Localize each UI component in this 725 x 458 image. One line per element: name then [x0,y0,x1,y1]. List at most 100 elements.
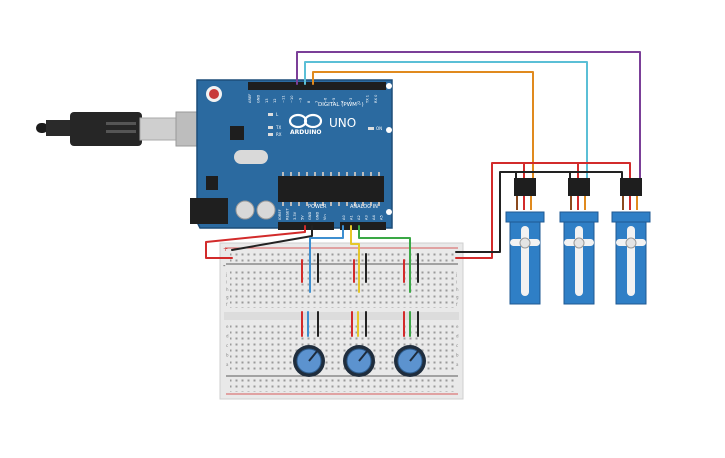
arduino-logo-text: ARDUINO [290,129,321,136]
servo-1-horn[interactable] [521,226,529,296]
rail-minus-label: - [223,262,226,270]
row-letter: e [226,324,229,329]
wire-gnd-to-rail [231,225,313,251]
capacitor-1 [235,200,255,220]
servo-motor-2[interactable] [559,178,599,305]
usb-plug-body [70,112,142,146]
wire-a1-pot2 [350,225,360,293]
row-letter: d [456,334,459,339]
a-pin-label: A4 [372,215,376,220]
potentiometer-2[interactable] [343,345,375,377]
d-pin-label: ~5 [332,98,336,103]
row-letter: j [455,272,457,277]
p-pin-label: Vin [323,214,327,220]
wire-a2-pot3 [358,225,411,293]
wires [205,51,641,337]
potentiometer-3[interactable] [394,345,426,377]
d-pin-label: 12 [273,98,277,103]
power-header-label: POWER [308,204,327,210]
potentiometer-1[interactable] [293,345,325,377]
d-pin-label: 4 [340,100,344,103]
wire-a0-pot1 [309,225,344,293]
d-pin-label: ~10 [290,95,294,103]
row-letter: b [226,353,229,358]
p-pin-label: IOREF [278,209,282,220]
row-letter: g [456,295,459,300]
d-pin-label: 7 [315,101,319,103]
digital-pin-header [248,82,386,90]
usb-cable-tail [36,123,48,133]
d-pin-label: AREF [248,94,252,103]
analog-pin-header [340,222,386,230]
voltage-regulator [206,176,218,190]
d-pin-label: ~11 [282,95,286,103]
p-pin-label: 5V [301,215,305,220]
wire-signal-servo2 [304,61,588,181]
board-model-label: UNO [329,116,356,130]
servo-motor-3[interactable] [611,178,651,305]
wire-signal-servo3 [296,51,641,181]
wire-rail-minus-to-servos [455,171,623,253]
upper-terminal-strip [230,270,454,308]
usb-cable [36,111,201,147]
row-letter: a [226,362,229,367]
capacitor-2 [256,200,276,220]
d-pin-label: 13 [265,98,269,103]
row-letter: h [226,287,229,292]
p-pin-label: GND [308,212,312,220]
d-pin-label: ~9 [298,97,302,103]
usb-chip [230,126,244,140]
row-letter: c [456,343,458,348]
row-letter: f [226,302,228,307]
servo-motor-1[interactable] [505,178,545,305]
a-pin-label: A2 [357,215,361,220]
d-pin-label: 2 [357,101,361,103]
wire-rail-plus-to-servos [455,162,631,259]
row-letter: i [456,280,457,285]
pot-1-indicator [308,349,319,362]
p-pin-label: RESET [286,208,290,220]
dc-power-jack [190,198,228,224]
servo-3-connector [620,178,642,196]
row-letter: g [226,295,229,300]
pot-2-indicator [358,349,369,362]
wire-signal-servo1 [312,71,534,181]
crystal-oscillator [234,150,268,164]
led-tx-label: TX [275,125,281,130]
wire-5v-to-rail [205,225,306,259]
led-rx-label: RX [276,132,282,137]
a-pin-label: A3 [365,215,369,220]
row-letter: a [456,362,459,367]
digital-header-label: DIGITAL (PWM~) [318,102,364,108]
breadboard-body [219,242,464,400]
usb-strain-relief [46,120,74,136]
rail-plus-label: + [223,246,228,253]
row-letter: i [226,280,227,285]
servo-3-horn[interactable] [627,226,635,296]
p-pin-label: 3.3V [293,211,297,220]
arduino-logo: ARDUINO [288,113,323,136]
bottom-power-rail [230,378,454,392]
row-letter: h [456,287,459,292]
row-letter: b [456,353,459,358]
reset-button[interactable] [209,89,219,99]
analog-header-label: ANALOG IN [350,204,378,210]
led-l-label: L [276,112,279,117]
row-letter: c [226,343,228,348]
atmega-chip [278,176,384,202]
servo-2-horn[interactable] [575,226,583,296]
a-pin-label: A0 [342,215,346,220]
usb-connector-metal [139,117,179,141]
pot-3-indicator [409,349,420,362]
p-pin-label: GND [316,212,320,220]
servo-2-connector [568,178,590,196]
led-on-label: ON [376,126,382,131]
